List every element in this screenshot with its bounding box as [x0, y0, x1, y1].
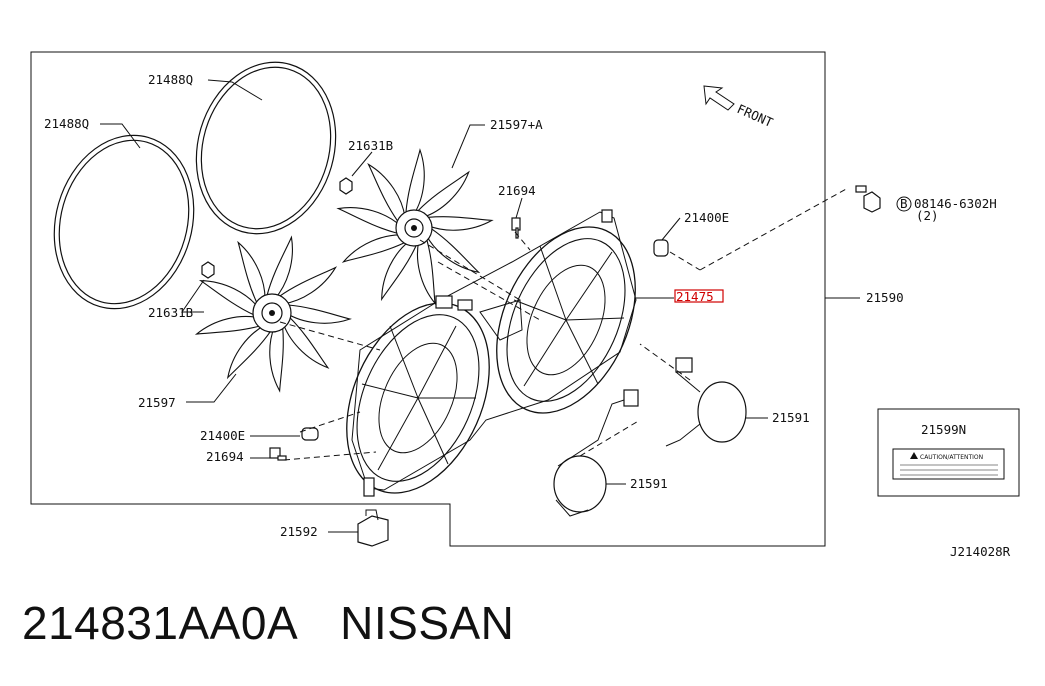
- nut-upper: [339, 177, 353, 195]
- grommet-lower: [301, 427, 319, 441]
- label-screw: 08146-6302H: [914, 196, 997, 211]
- footer-caption: 214831AA0A NISSAN: [22, 596, 514, 650]
- label-nut-lower: 21631B: [148, 305, 193, 320]
- screw-circle-letter: B: [900, 196, 908, 211]
- front-direction-arrow: FRONT: [703, 85, 776, 130]
- label-grommet-upper: 21400E: [684, 210, 729, 225]
- bolt-upper: [511, 217, 521, 239]
- label-bolt-upper: 21694: [498, 183, 536, 198]
- caution-sticker: [892, 448, 1005, 480]
- label-belt-lower: 21488Q: [44, 116, 89, 131]
- diagram-code: J214028R: [950, 544, 1011, 559]
- screw-circle-icon: [896, 196, 912, 212]
- fan-upper: [335, 149, 494, 306]
- label-motor-lower: 21591: [630, 476, 668, 491]
- label-fan-upper: 21597+A: [490, 117, 543, 132]
- label-nut-upper: 21631B: [348, 138, 393, 153]
- belt-ring-upper: [195, 61, 337, 235]
- bracket-21592: [357, 509, 389, 547]
- diagram-frame: [30, 51, 826, 547]
- front-label: FRONT: [735, 101, 776, 130]
- label-belt-upper: 21488Q: [148, 72, 193, 87]
- label-motor-right: 21591: [772, 410, 810, 425]
- label-assembly: 21590: [866, 290, 904, 305]
- label-fan-lower: 21597: [138, 395, 176, 410]
- caution-label-box: 21599N CAUTION/ATTENTION: [877, 408, 1020, 497]
- footer-part-number: 214831AA0A: [22, 597, 299, 649]
- belt-ring-lower: [53, 134, 195, 310]
- label-grommet-lower: 21400E: [200, 428, 245, 443]
- bolt-lower: [269, 447, 287, 461]
- label-caution-part: 21599N: [921, 422, 966, 437]
- caution-text: CAUTION/ATTENTION: [920, 454, 983, 461]
- screw-08146: [855, 185, 881, 213]
- label-bracket: 21592: [280, 524, 318, 539]
- fan-shroud: [346, 209, 637, 497]
- fan-lower: [194, 234, 351, 393]
- nut-lower: [201, 261, 215, 279]
- highlight-box: [674, 289, 724, 303]
- label-bolt-lower: 21694: [206, 449, 244, 464]
- warning-triangle-icon: [910, 452, 918, 459]
- motor-right: [665, 357, 747, 447]
- label-screw-qty: (2): [916, 208, 939, 223]
- label-shroud-part: 21475: [676, 289, 714, 304]
- motor-lower: [553, 389, 639, 517]
- footer-brand: NISSAN: [340, 597, 515, 649]
- grommet-upper: [653, 239, 669, 257]
